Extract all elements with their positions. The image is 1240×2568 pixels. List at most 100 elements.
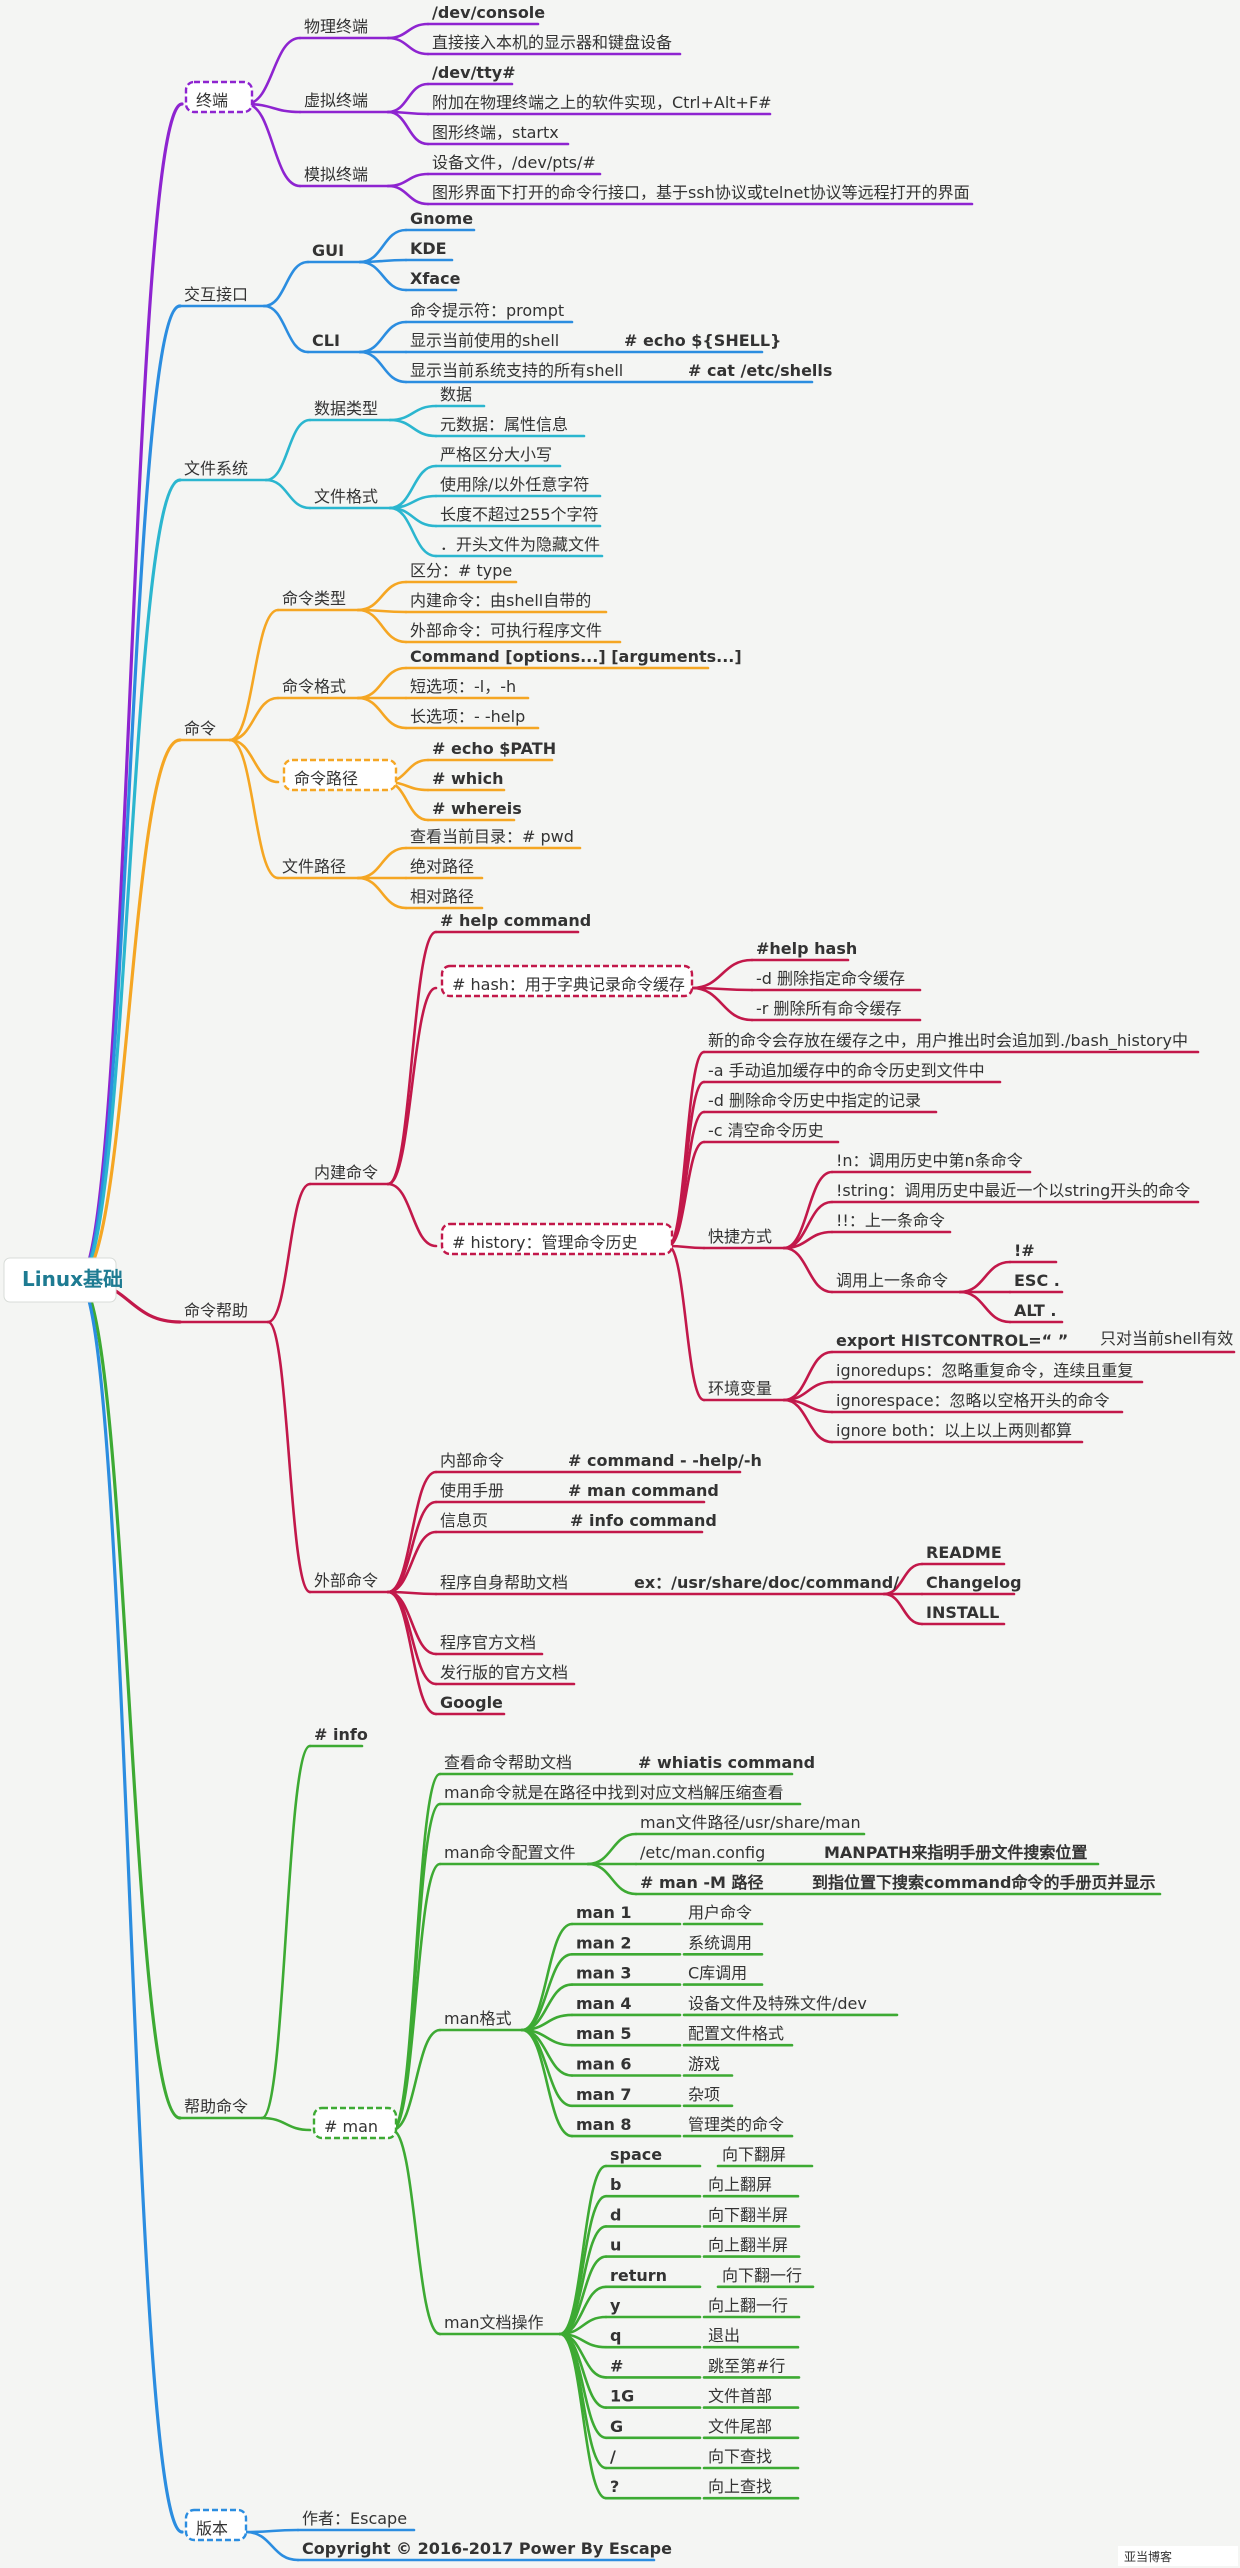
connector — [264, 478, 312, 510]
connector — [586, 1832, 638, 1866]
interface-cli-items-0-label: 命令提示符：prompt — [410, 301, 564, 320]
connector — [228, 696, 280, 742]
connector — [666, 1244, 706, 1250]
command-path-items-2-label: # whereis — [432, 799, 522, 818]
help-external-label-label: 外部命令 — [314, 1571, 378, 1590]
help-builtin-history-items-3-label: -c 清空命令历史 — [708, 1121, 824, 1140]
connector — [356, 846, 408, 880]
connector — [244, 2530, 300, 2562]
help-builtin-history-env-items-2-label: ignorespace：忽略以空格开头的命令 — [836, 1391, 1110, 1410]
help-builtin-hash-items-1-label: -d 删除指定命令缓存 — [756, 969, 905, 988]
helpcmd-man-ops-rows-5-k-label: y — [610, 2296, 621, 2315]
help-builtin-history-shortcuts-prev-items-1-label: ESC . — [1014, 1271, 1060, 1290]
help-external-rows-1-cmd-label: # man command — [568, 1481, 719, 1500]
help-builtin-hash-items-2-label: -r 删除所有命令缓存 — [756, 999, 901, 1018]
connector — [690, 958, 754, 990]
help-builtin-history-env-items-3-label: ignore both：以上以上两则都算 — [836, 1421, 1072, 1440]
helpcmd-man-label-frame — [312, 2106, 398, 2140]
command-type-items-1-label: 内建命令：由shell自带的 — [410, 591, 591, 610]
help-builtin-hash-label-label: # hash：用于字典记录命令缓存 — [452, 975, 685, 994]
helpcmd-man-sections-rows-7-v-label: 管理类的命令 — [688, 2115, 784, 2134]
help-builtin-history-shortcuts-items-2-label: !!：上一条命令 — [836, 1211, 945, 1230]
connector — [958, 1290, 1012, 1324]
interface-gui-label-label: GUI — [312, 241, 344, 260]
terminal-physical-label-label: 物理终端 — [304, 17, 368, 36]
terminal-label-label: 终端 — [196, 91, 228, 110]
connector — [76, 738, 182, 1282]
helpcmd-man-sections-rows-5-k-label: man 6 — [576, 2055, 632, 2074]
helpcmd-man-ops-rows-8-k-label: 1G — [610, 2387, 634, 2406]
helpcmd-man-ops-rows-11-v-label: 向上查找 — [708, 2477, 772, 2496]
helpcmd-man-ops-rows-4-k-label: return — [610, 2266, 667, 2285]
connector — [782, 1398, 834, 1444]
filesystem-types-items-0-label: 数据 — [440, 385, 472, 404]
help-builtin-history-env-note-label: 只对当前shell有效 — [1100, 1329, 1233, 1348]
connector — [262, 260, 310, 308]
connector — [386, 1590, 438, 1656]
helpcmd-man-ops-rows-2-k-label: d — [610, 2205, 621, 2224]
helpcmd-man-sections-rows-3-k-label: man 4 — [576, 1994, 632, 2013]
connector — [356, 876, 408, 910]
terminal-pseudo-items-0-label: 设备文件，/dev/pts/# — [432, 153, 596, 172]
help-builtin-history-shortcuts-prev-label-label: 调用上一条命令 — [836, 1271, 948, 1290]
helpcmd-man-sections-rows-4-v-label: 配置文件格式 — [688, 2024, 784, 2043]
connector — [782, 1246, 834, 1294]
connector — [260, 1744, 312, 2120]
connector — [76, 102, 184, 1282]
connector — [358, 260, 408, 292]
help-builtin-history-label-label: # history：管理命令历史 — [452, 1233, 638, 1252]
connector — [386, 82, 430, 114]
helpcmd-info-label: # info — [314, 1725, 368, 1744]
help-builtin-history-shortcuts-items-0-label: !n：调用历史中第n条命令 — [836, 1151, 1023, 1170]
connector — [666, 1080, 706, 1248]
helpcmd-man-config-mflag-note-label: 到指位置下搜索command命令的手册页并显示 — [812, 1873, 1155, 1892]
connector — [520, 2028, 574, 2138]
terminal-physical-items-0-label: /dev/console — [432, 3, 545, 22]
terminal-pseudo-items-1-label: 图形界面下打开的命令行接口，基于ssh协议或telnet协议等远程打开的界面 — [432, 183, 970, 202]
connector — [228, 608, 280, 742]
version-label-frame — [184, 2508, 248, 2542]
help-external-rows-0-label-label: 内部命令 — [440, 1451, 504, 1470]
connector — [690, 986, 754, 1022]
connector — [520, 2028, 574, 2108]
helpcmd-man-sections-rows-2-k-label: man 3 — [576, 1964, 632, 1983]
interface-cli-cmds-0-label: # echo ${SHELL} — [624, 331, 781, 350]
connector — [390, 2028, 442, 2132]
connector — [228, 738, 280, 880]
helpcmd-man-view-label-label: 查看命令帮助文档 — [444, 1753, 572, 1772]
connector — [558, 2332, 608, 2500]
command-path-items-0-label: # echo $PATH — [432, 739, 556, 758]
helpcmd-man-ops-rows-0-k-label: space — [610, 2145, 662, 2164]
filesystem-format-items-0-label: 严格区分大小写 — [440, 445, 552, 464]
helpcmd-man-ops-rows-10-v-label: 向下查找 — [708, 2447, 772, 2466]
connector — [386, 22, 430, 40]
helpcmd-man-ops-rows-1-k-label: b — [610, 2175, 621, 2194]
helpcmd-man-label-label: # man — [324, 2117, 378, 2136]
help-external-selfdoc-items-2-label: INSTALL — [926, 1603, 999, 1622]
interface-cli-items-2-label: 显示当前系统支持的所有shell — [410, 361, 623, 380]
connector — [260, 2116, 312, 2132]
help-builtin-history-shortcuts-label-label: 快捷方式 — [708, 1227, 772, 1246]
connector — [390, 2128, 442, 2336]
interface-cli-items-1-label: 显示当前使用的shell — [410, 331, 559, 350]
connector — [388, 418, 438, 438]
connector — [782, 1170, 834, 1250]
connector — [386, 930, 438, 1186]
svg-text:亚当博客: 亚当博客 — [1124, 2549, 1172, 2564]
helpcmd-man-ops-rows-11-k-label: ? — [610, 2477, 619, 2496]
help-builtin-history-env-items-0-label: export HISTCONTROL=“ ” — [836, 1331, 1068, 1350]
connector — [386, 184, 430, 206]
version-label-label: 版本 — [196, 2519, 228, 2538]
connector — [386, 1470, 438, 1594]
help-label-label: 命令帮助 — [184, 1301, 248, 1320]
help-builtin-label-label: 内建命令 — [314, 1163, 378, 1182]
helpcmd-man-sections-rows-4-k-label: man 5 — [576, 2024, 632, 2043]
command-format-label-label: 命令格式 — [282, 677, 346, 696]
helpcmd-man-sections-rows-1-k-label: man 2 — [576, 1933, 632, 1952]
help-external-selfdoc-path-label: ex：/usr/share/doc/command/ — [634, 1573, 899, 1592]
helpcmd-man-ops-rows-7-v-label: 跳至第#行 — [708, 2356, 785, 2375]
helpcmd-man-ops-rows-2-v-label: 向下翻半屏 — [708, 2205, 788, 2224]
connector — [266, 1182, 312, 1324]
connector — [386, 110, 430, 146]
filesystem-format-items-2-label: 长度不超过255个字符 — [440, 505, 599, 524]
